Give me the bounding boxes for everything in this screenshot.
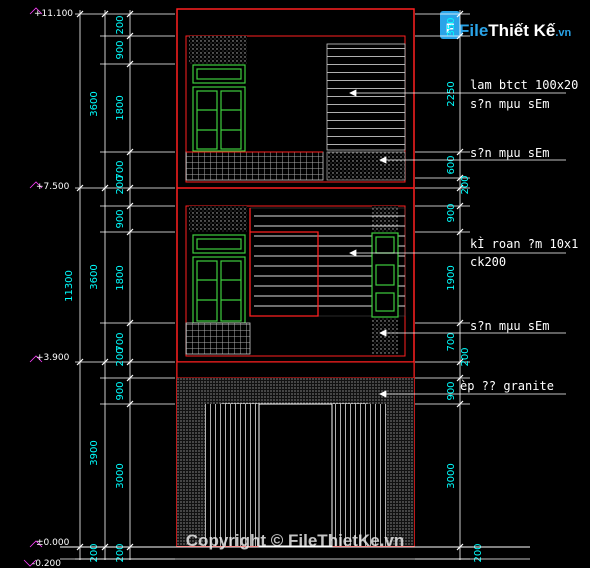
dim-inner: 700 (115, 160, 126, 179)
dim-right: 700 (446, 332, 457, 351)
dim-inner: 200 (115, 543, 126, 562)
stone-cladding (189, 206, 247, 232)
rolling-shutter (205, 404, 259, 546)
note-son: s?n mµu sEm (470, 146, 549, 160)
building-facade (60, 8, 530, 560)
right-tick-marks (456, 10, 464, 551)
note-kinh: ck200 (470, 255, 506, 269)
dim-inner: 900 (115, 381, 126, 400)
granite-pillar-left (177, 404, 205, 546)
dim-floor3: 3600 (89, 91, 100, 116)
dim-right: 2250 (446, 81, 457, 106)
granite-beam (177, 378, 414, 404)
logo-brand-b: Thiết Kế (488, 21, 556, 40)
note-son: s?n mµu sEm (470, 319, 549, 333)
level-marker: +7.500 (29, 181, 70, 192)
note-lam: lam btct 100x20 (470, 78, 578, 92)
note-son: s?n mµu sEm (470, 97, 549, 111)
dim-base: 200 (89, 543, 100, 562)
dim-right: 200 (460, 347, 471, 366)
svg-text:F: F (446, 20, 455, 36)
window-door (192, 64, 246, 152)
right-dimension-texts: 350 2250 600 200 900 1900 700 200 900 30… (446, 17, 484, 562)
svg-text:-0.200: -0.200 (32, 559, 61, 568)
right-dimension-lines (415, 10, 470, 560)
balcony-railing (185, 322, 251, 355)
dim-inner: 900 (115, 209, 126, 228)
svg-text:±0.000: ±0.000 (36, 538, 70, 548)
logo: F FileThiết Kế.vn (440, 11, 572, 40)
dim-right: 200 (460, 175, 471, 194)
concrete-louvre (326, 43, 406, 151)
dim-inner: 3000 (115, 463, 126, 488)
dim-right: 600 (446, 155, 457, 174)
leader-lines (349, 89, 566, 398)
dim-inner: 200 (115, 15, 126, 34)
left-dimension-texts: 11300 3600 3600 3900 200 200 900 1800 70… (64, 15, 126, 562)
level-marker: ±0.000 (29, 538, 70, 548)
stone-cladding (372, 318, 398, 354)
dim-right: 1900 (446, 265, 457, 290)
floor-3 (185, 35, 406, 183)
svg-text:+7.500: +7.500 (36, 182, 70, 192)
dim-inner: 1800 (115, 95, 126, 120)
dim-right: 200 (473, 543, 484, 562)
floor-1 (176, 361, 415, 547)
logo-domain: .vn (555, 27, 571, 39)
floor-2 (185, 205, 406, 357)
window-door (192, 234, 246, 324)
dim-total: 11300 (64, 270, 75, 302)
svg-text:+11.100: +11.100 (34, 9, 73, 19)
note-granite: èp ?? granite (460, 379, 554, 393)
dim-floor2: 3600 (89, 264, 100, 289)
dim-floor1: 3900 (89, 440, 100, 465)
rolling-shutter (332, 404, 386, 546)
svg-text:+3.900: +3.900 (36, 353, 70, 363)
level-marker: +11.100 (29, 7, 73, 19)
level-marker: +3.900 (29, 353, 70, 363)
dim-inner: 200 (115, 347, 126, 366)
dim-inner: 1800 (115, 265, 126, 290)
dim-inner: 200 (115, 175, 126, 194)
dim-inner: 700 (115, 332, 126, 351)
note-kinh: kÌ roan ?m 10x1 (470, 236, 578, 251)
dim-right: 350 (446, 17, 457, 36)
shop-opening (258, 403, 333, 547)
granite-pillar-right (386, 404, 414, 546)
stone-cladding (372, 206, 398, 232)
dim-right: 3000 (446, 463, 457, 488)
svg-text:FileThiết Kế.vn: FileThiết Kế.vn (459, 21, 572, 40)
balcony-railing (185, 151, 324, 181)
copyright-watermark: Copyright © FileThietKe.vn (186, 531, 404, 550)
stone-cladding (189, 36, 247, 64)
annotation-notes: lam btct 100x20 s?n mµu sEm s?n mµu sEm … (460, 78, 578, 393)
level-marker: -0.200 (23, 559, 61, 568)
dim-right: 900 (446, 381, 457, 400)
logo-brand-a: File (459, 21, 488, 40)
dim-right: 900 (446, 203, 457, 222)
stone-cladding (326, 151, 406, 181)
side-window (371, 232, 399, 318)
dim-inner: 900 (115, 40, 126, 59)
level-markers: +11.100 +7.500 +3.900 ±0.000 -0.200 (23, 7, 73, 568)
